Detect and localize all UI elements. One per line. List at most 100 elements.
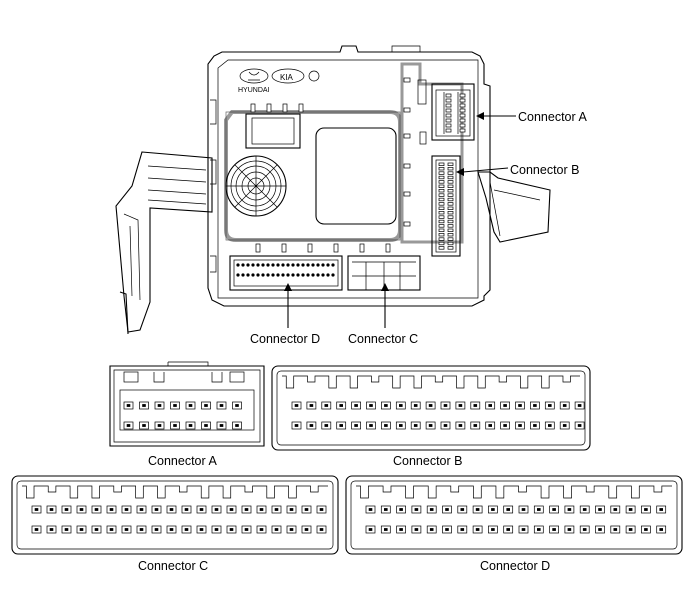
center-pad xyxy=(315,127,397,225)
connector-c-pin-contact xyxy=(79,528,84,531)
genesis-emblem-icon xyxy=(308,70,320,82)
connector-a-pins xyxy=(123,401,242,430)
module-b-pin xyxy=(438,197,445,202)
connector-d-pin-contact xyxy=(460,508,465,511)
connector-b-pin-contact xyxy=(428,424,433,427)
connector-d-face xyxy=(345,475,683,555)
connector-b-pin-contact xyxy=(399,404,403,407)
connector-b-pins xyxy=(291,401,585,430)
module-b-pin xyxy=(447,189,454,193)
module-d-pin xyxy=(301,273,305,277)
module-d-pin xyxy=(316,263,320,267)
connector-b-pin-contact xyxy=(577,404,582,407)
module-b-pin xyxy=(438,241,445,246)
module-d-pin xyxy=(321,273,325,277)
connector-a-face xyxy=(109,361,265,447)
side-nubs xyxy=(403,77,427,227)
connector-d-pin-contact xyxy=(598,508,602,511)
connector-d-pin-contact xyxy=(613,508,618,511)
module-a-pin xyxy=(459,93,466,98)
connector-d-pin-contact xyxy=(414,528,419,531)
connector-c-pin-contact xyxy=(229,528,234,531)
module-b-pin xyxy=(438,215,445,219)
kia-emblem-icon xyxy=(271,68,305,84)
connector-c-pin-contact xyxy=(124,508,129,511)
module-b-pin xyxy=(438,189,445,193)
connector-d-pin-contact xyxy=(429,528,434,531)
module-b-pin xyxy=(438,171,445,175)
connector-b-pin-contact xyxy=(562,404,567,407)
connector-c-pin-contact xyxy=(139,508,144,511)
module-b-pin xyxy=(447,175,454,180)
module-b-pin xyxy=(447,241,454,246)
connector-b-pin-contact xyxy=(309,404,314,407)
connector-b-pin-contact xyxy=(518,404,522,407)
connector-d-pin-contact xyxy=(491,528,495,531)
module-d-pin xyxy=(271,273,275,277)
connector-c-face xyxy=(11,475,339,555)
callout-connector-a: Connector A xyxy=(518,110,587,124)
module-d-pin xyxy=(256,263,260,267)
connector-b-pin-contact xyxy=(548,424,552,427)
module-d-pin xyxy=(296,273,300,277)
connector-d-pin-contact xyxy=(552,508,556,511)
bottom-studs xyxy=(255,243,391,253)
module-b-pin xyxy=(447,219,454,224)
connector-b-pin-contact xyxy=(533,424,537,427)
module-b-pin xyxy=(447,162,454,166)
connector-c-pin-contact xyxy=(109,528,114,531)
module-b-pin xyxy=(438,211,445,215)
top-studs xyxy=(250,103,304,113)
hyundai-emblem-icon xyxy=(239,68,269,84)
connector-d-pin-contact xyxy=(384,508,388,511)
connector-a-pin-contact xyxy=(126,404,131,407)
connector-c-pin-contact xyxy=(79,508,84,511)
module-connector-a-pins xyxy=(445,93,466,133)
module-b-pin xyxy=(438,167,445,171)
connector-b-pin-contact xyxy=(324,424,329,427)
module-b-pin xyxy=(438,246,445,250)
connector-b-pin-contact xyxy=(577,424,582,427)
connector-d-pin-contact xyxy=(475,528,480,531)
module-d-pin xyxy=(291,263,295,267)
module-b-pin xyxy=(438,184,445,188)
connector-b-pin-contact xyxy=(518,424,522,427)
connector-b-pin-contact xyxy=(562,424,567,427)
connector-a-pin-contact xyxy=(235,424,239,427)
connector-b-pin-contact xyxy=(458,404,463,407)
connector-c-pin-contact xyxy=(319,508,324,511)
connector-c-pin-contact xyxy=(64,508,69,511)
module-a-pin xyxy=(459,123,466,128)
connector-b-pin-contact xyxy=(354,404,358,407)
connector-a-pin-contact xyxy=(142,424,146,427)
connector-c-pin-contact xyxy=(289,508,294,511)
connector-b-pin-contact xyxy=(399,424,403,427)
connector-d-pin-contact xyxy=(582,508,587,511)
kia-logo-text: KIA xyxy=(280,73,294,82)
module-d-pin xyxy=(311,263,315,267)
connector-b-face xyxy=(271,365,591,451)
connector-d-pin-contact xyxy=(491,508,495,511)
module-b-pin xyxy=(438,162,445,166)
module-connector-b-pins xyxy=(438,162,454,250)
connector-d-pin-contact xyxy=(567,528,572,531)
connector-b-pin-contact xyxy=(458,424,463,427)
module-d-pin xyxy=(266,263,270,267)
circular-vent xyxy=(225,155,287,217)
connector-d-pin-contact xyxy=(414,508,419,511)
connector-b-pin-contact xyxy=(369,404,373,407)
module-d-pin xyxy=(246,263,250,267)
module-d-pin xyxy=(256,273,260,277)
connector-a-pin-contact xyxy=(188,424,193,427)
connector-c-pin-contact xyxy=(34,508,39,511)
module-a-pin xyxy=(459,108,466,113)
module-a-pin xyxy=(459,118,466,123)
module-b-pin xyxy=(438,237,445,241)
connector-a-pin-contact xyxy=(219,424,224,427)
connector-c-pin-contact xyxy=(184,508,189,511)
connector-b-pin-contact xyxy=(488,424,492,427)
connector-a-pin-contact xyxy=(126,424,131,427)
connector-c-pin-contact xyxy=(109,508,114,511)
connector-c-pin-contact xyxy=(154,528,159,531)
connector-c-pin-contact xyxy=(199,528,204,531)
